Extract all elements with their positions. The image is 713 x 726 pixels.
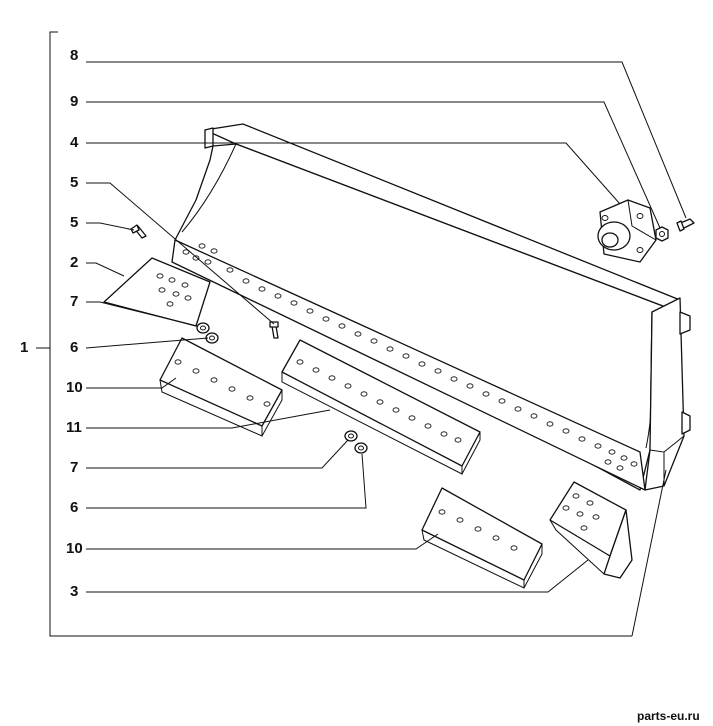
leader-lines: [85, 61, 687, 637]
corner-plate-part-2: [103, 257, 211, 327]
cutting-edge-part-11-center: [281, 339, 481, 475]
callout-7-lower: 7: [70, 459, 78, 476]
callout-labels: 8 9 4 5 5 2 7 6 10 11 7 6 10 3 1: [20, 47, 83, 600]
nut-part-9: [655, 226, 669, 242]
callout-5-upper: 5: [70, 174, 78, 191]
callout-1-group: 1: [20, 339, 28, 356]
bolt-part-5-left: [130, 224, 147, 239]
callout-3: 3: [70, 583, 78, 600]
blade-bolt-holes: [182, 243, 638, 471]
callout-2: 2: [70, 254, 78, 271]
trunnion-housing: [597, 199, 657, 263]
callout-6-lower: 6: [70, 499, 78, 516]
bolt-part-5-center: [269, 321, 279, 339]
cutting-edge-part-10-right: [421, 487, 543, 589]
corner-bit-part-3: [549, 481, 633, 579]
cutting-edge-part-10-left: [159, 337, 283, 437]
dozer-blade: [171, 123, 691, 491]
callout-6-upper: 6: [70, 339, 78, 356]
watermark: parts-eu.ru: [637, 709, 700, 723]
callout-8: 8: [70, 47, 78, 64]
callout-5-lower: 5: [70, 214, 78, 231]
callout-4: 4: [70, 134, 79, 151]
washer-part-7-lower: [344, 430, 358, 442]
bolt-part-8: [676, 218, 695, 232]
callout-9: 9: [70, 93, 78, 110]
callout-11: 11: [66, 419, 82, 436]
nut-part-6-lower: [354, 442, 368, 454]
callout-7-upper: 7: [70, 293, 78, 310]
assembly-bracket: [36, 31, 632, 637]
callout-10-upper: 10: [66, 379, 83, 396]
callout-10-lower: 10: [66, 540, 83, 557]
washer-part-7-upper: [196, 322, 210, 334]
